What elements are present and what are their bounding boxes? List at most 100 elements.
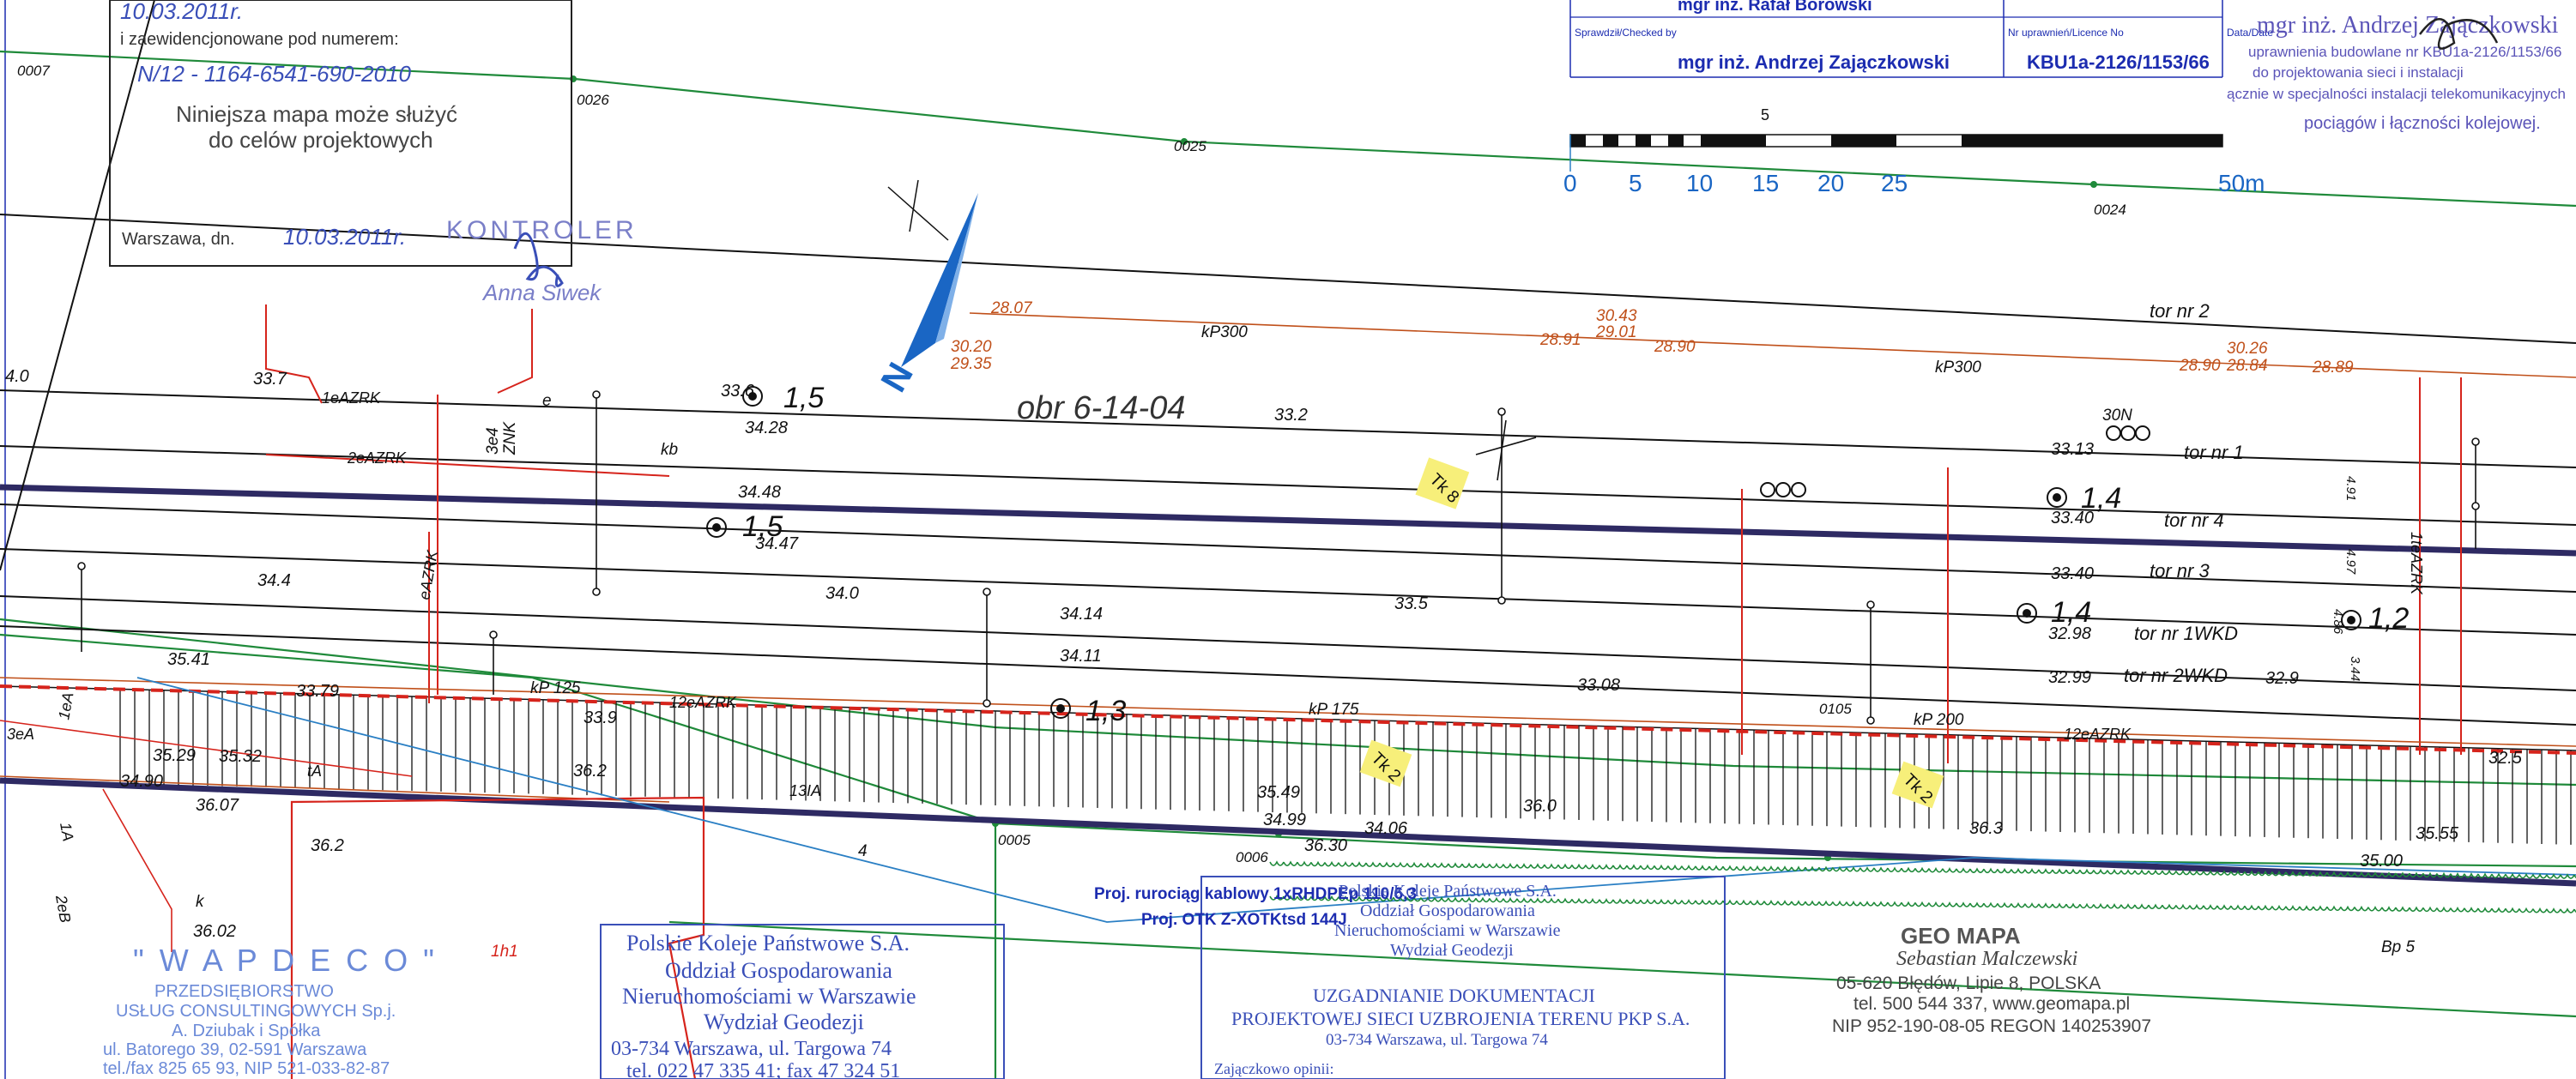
uzg-header-2: Oddział Gospodarowania — [1360, 901, 1535, 920]
signature-icon — [513, 232, 564, 287]
height-36-07: 36.07 — [196, 796, 239, 815]
precinct-label: obr 6-14-04 — [1017, 390, 1185, 426]
proj-line-2: Proj. OTK Z-XOTKtsd 144J — [1141, 911, 1347, 929]
height-34-90: 34.90 — [120, 772, 163, 791]
height-4-0: 4.0 — [5, 367, 29, 386]
stamp-date-2: 10.03.2011r. — [283, 224, 406, 250]
height-34-14: 34.14 — [1060, 605, 1103, 624]
poles — [77, 390, 2480, 725]
cable-13ia-a: 13IA — [789, 782, 821, 799]
geomapa-line-5: NIP 952-190-08-05 REGON 140253907 — [1832, 1016, 2151, 1036]
misc-30n: 30N — [2102, 407, 2132, 425]
track-label-2: tor nr 2 — [2150, 300, 2210, 322]
rh-28-90: 28.90 — [1654, 338, 1696, 356]
height-35-00: 35.00 — [2360, 852, 2403, 871]
signature-stamp-line-4: pociągów i łączności kolejowej. — [2304, 114, 2541, 133]
height-32-5: 32.5 — [2488, 749, 2523, 768]
misc-bp5: Bp 5 — [2381, 938, 2416, 956]
geomapa-line-3: 05-620 Błędów, Lipie 8, POLSKA — [1836, 974, 2101, 993]
cable-1eazrk: 1eAZRK — [322, 389, 381, 407]
depth-1-3: 1,3 — [1085, 695, 1126, 727]
geomapa-line-1: GEO MAPA — [1901, 923, 2021, 949]
height-36-02: 36.02 — [193, 922, 236, 941]
pkp-line-6: tel. 022 47 335 41; fax 47 324 51 — [626, 1060, 900, 1079]
stamp-role: KONTROLER — [446, 216, 638, 244]
height-33-40b: 33.40 — [2051, 564, 2094, 583]
signature-mark-icon — [2419, 18, 2499, 50]
kp300-b: kP300 — [1935, 359, 1981, 377]
parcel-boundary-red — [290, 796, 705, 1079]
height-33-40a: 33.40 — [2051, 509, 2094, 527]
rh-29-35: 29.35 — [950, 355, 992, 373]
pkp-line-5: 03-734 Warszawa, ul. Targowa 74 — [611, 1038, 892, 1060]
uzg-line-1: UZGADNIANIE DOKUMENTACJI — [1313, 985, 1595, 1006]
height-34-4: 34.4 — [257, 571, 291, 590]
height-34-28: 34.28 — [745, 419, 788, 437]
cable-3ea: 3eA — [7, 726, 34, 743]
pkp-stamp-frame — [600, 924, 1005, 1079]
misc-e: e — [542, 392, 552, 410]
height-34-06: 34.06 — [1364, 819, 1408, 838]
stamp-place-date: Warszawa, dn. — [122, 230, 235, 249]
scale-label-50m: 50m — [2218, 170, 2265, 196]
height-35-29: 35.29 — [153, 746, 196, 765]
height-32-98: 32.98 — [2048, 624, 2091, 643]
checked-by-label: Sprawdził/Checked by — [1575, 27, 1677, 39]
scale-label-20: 20 — [1817, 170, 1844, 196]
height-34-99: 34.99 — [1263, 811, 1306, 829]
misc-3-44: 3.44 — [2348, 656, 2362, 681]
checked-by-name: mgr inż. Andrzej Zajączkowski — [1678, 51, 1950, 73]
misc-kb: kb — [661, 441, 678, 459]
cable-routes — [0, 304, 2576, 952]
stamp-reg-number: N/12 - 1164-6541-690-2010 — [137, 61, 412, 87]
drawn-by-name: mgr inż. Rafał Borowski — [1678, 0, 1872, 15]
wapdeco-line-4: ul. Batorego 39, 02-591 Warszawa — [103, 1040, 367, 1059]
height-34-47: 34.47 — [755, 534, 799, 553]
pkp-line-3: Nieruchomościami w Warszawie — [622, 984, 916, 1009]
rh-30-26: 30.26 — [2227, 340, 2268, 358]
track-label-3: tor nr 3 — [2150, 560, 2210, 582]
scale-label-25: 25 — [1881, 170, 1908, 196]
main-rail-lines — [0, 484, 2576, 887]
misc-3e4: 3e4 — [484, 427, 502, 455]
geomapa-line-2: Sebastian Malczewski — [1896, 948, 2077, 970]
point-0006: 0006 — [1236, 849, 1268, 865]
stamp-registered-text: i zaewidencjonowane pod numerem: — [120, 30, 399, 49]
height-34-0: 34.0 — [825, 584, 859, 603]
point-0025: 0025 — [1174, 138, 1206, 154]
platform-hatching — [119, 689, 2572, 845]
height-34-48: 34.48 — [738, 483, 781, 502]
rh-28-89: 28.89 — [2312, 359, 2354, 377]
proj-line-1: Proj. rurociąg kablowy 1xRHDPEp 110/6,3 — [1094, 885, 1417, 903]
kp300-a: kP300 — [1201, 323, 1248, 341]
track-label-4: tor nr 4 — [2164, 509, 2224, 531]
survey-lines — [0, 312, 2576, 803]
uzg-header-1: Polskie Koleje Państwowe S.A. — [1339, 882, 1557, 901]
uzg-line-3: 03-734 Warszawa, ul. Targowa 74 — [1326, 1031, 1548, 1049]
signature-stamp-line-3: ącznie w specjalności instalacji telekom… — [2227, 86, 2566, 102]
scale-bar — [1569, 134, 2223, 172]
uzg-line-2: PROJEKTOWEJ SIECI UZBROJENIA TERENU PKP … — [1231, 1008, 1690, 1029]
stamp-date-handwritten: 10.03.2011r. — [120, 0, 243, 24]
height-33-9: 33.9 — [584, 708, 617, 727]
rh-30-43: 30.43 — [1596, 307, 1637, 325]
kp200: kP 200 — [1914, 711, 1964, 729]
misc-4-86: 4.86 — [2331, 609, 2345, 635]
geomapa-line-4: tel. 500 544 337, www.geomapa.pl — [1853, 994, 2130, 1014]
cable-12eazrk-a: 12eAZRK — [669, 694, 737, 711]
misc-4-97: 4.97 — [2343, 549, 2358, 575]
wapdeco-line-3: A. Dziubak i Spółka — [172, 1022, 321, 1040]
well-symbols — [706, 386, 2361, 719]
scale-label-15: 15 — [1752, 170, 1779, 196]
kp175: kP 175 — [1309, 701, 1359, 719]
misc-k: k — [196, 893, 205, 911]
signature-stamp-line-1: uprawnienia budowlane nr KBU1a-2126/1153… — [2248, 44, 2561, 60]
depth-1-5a: 1,5 — [783, 382, 824, 414]
rh-28-91: 28.91 — [1539, 331, 1581, 349]
height-36-30: 36.30 — [1304, 836, 1347, 855]
uzgadnianie-stamp-frame — [1200, 876, 1726, 1079]
misc-4: 4 — [858, 842, 868, 860]
point-0105: 0105 — [1819, 701, 1852, 717]
licence-label: Nr uprawnień/Licence No — [2008, 27, 2124, 39]
